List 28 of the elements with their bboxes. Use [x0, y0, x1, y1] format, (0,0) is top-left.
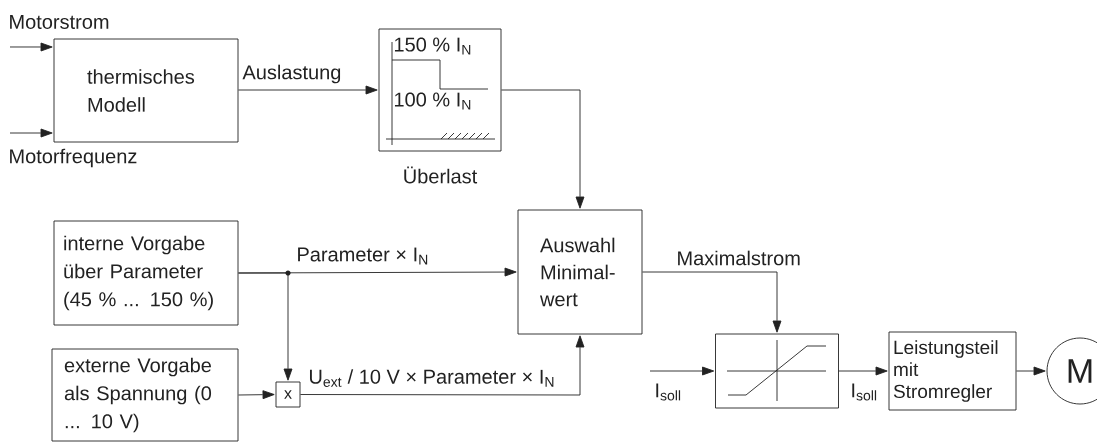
- arrow: [649, 366, 715, 376]
- arrow: [238, 85, 378, 95]
- current-label: 100 % I$_{N}$: [395, 92, 471, 110]
- process-box: Leistungsteil mit Stromregler: [888, 331, 1017, 411]
- edge-label: Parameter × I$_{N}$: [298, 247, 428, 265]
- edge-label: U$_{ext}$ / 10 V × Parameter × I$_{N}$: [310, 369, 554, 387]
- current-label: 150 % I$_{N}$: [395, 37, 471, 55]
- edge-label: I$_{soll}$: [656, 383, 681, 401]
- arrow: [238, 272, 293, 381]
- arrow: [838, 366, 888, 376]
- edge-label: Motorstrom: [10, 15, 109, 29]
- arrow: [9, 42, 53, 52]
- arrow: [1016, 366, 1046, 376]
- multiplier-box: x: [275, 381, 301, 408]
- edge-label: Motorfrequenz: [10, 148, 137, 168]
- edge-label: Auslastung: [242, 64, 341, 84]
- arrow: [501, 89, 585, 209]
- node-label: Überlast: [404, 166, 478, 184]
- arrow: [300, 335, 585, 396]
- arrow: [238, 390, 275, 400]
- edge-label: Maximalstrom: [678, 250, 800, 266]
- process-box: thermisches Modell: [53, 38, 239, 143]
- process-box: Auswahl Minimal- wert: [517, 209, 643, 335]
- arrow: [9, 128, 53, 138]
- arrow: [642, 271, 782, 333]
- edge-label: I$_{soll}$: [852, 383, 877, 401]
- process-box: interne Vorgabe über Parameter (45 % ... 150 %): [53, 220, 239, 326]
- process-box: externe Vorgabe als Spannung (0 ... 10 V): [51, 348, 239, 442]
